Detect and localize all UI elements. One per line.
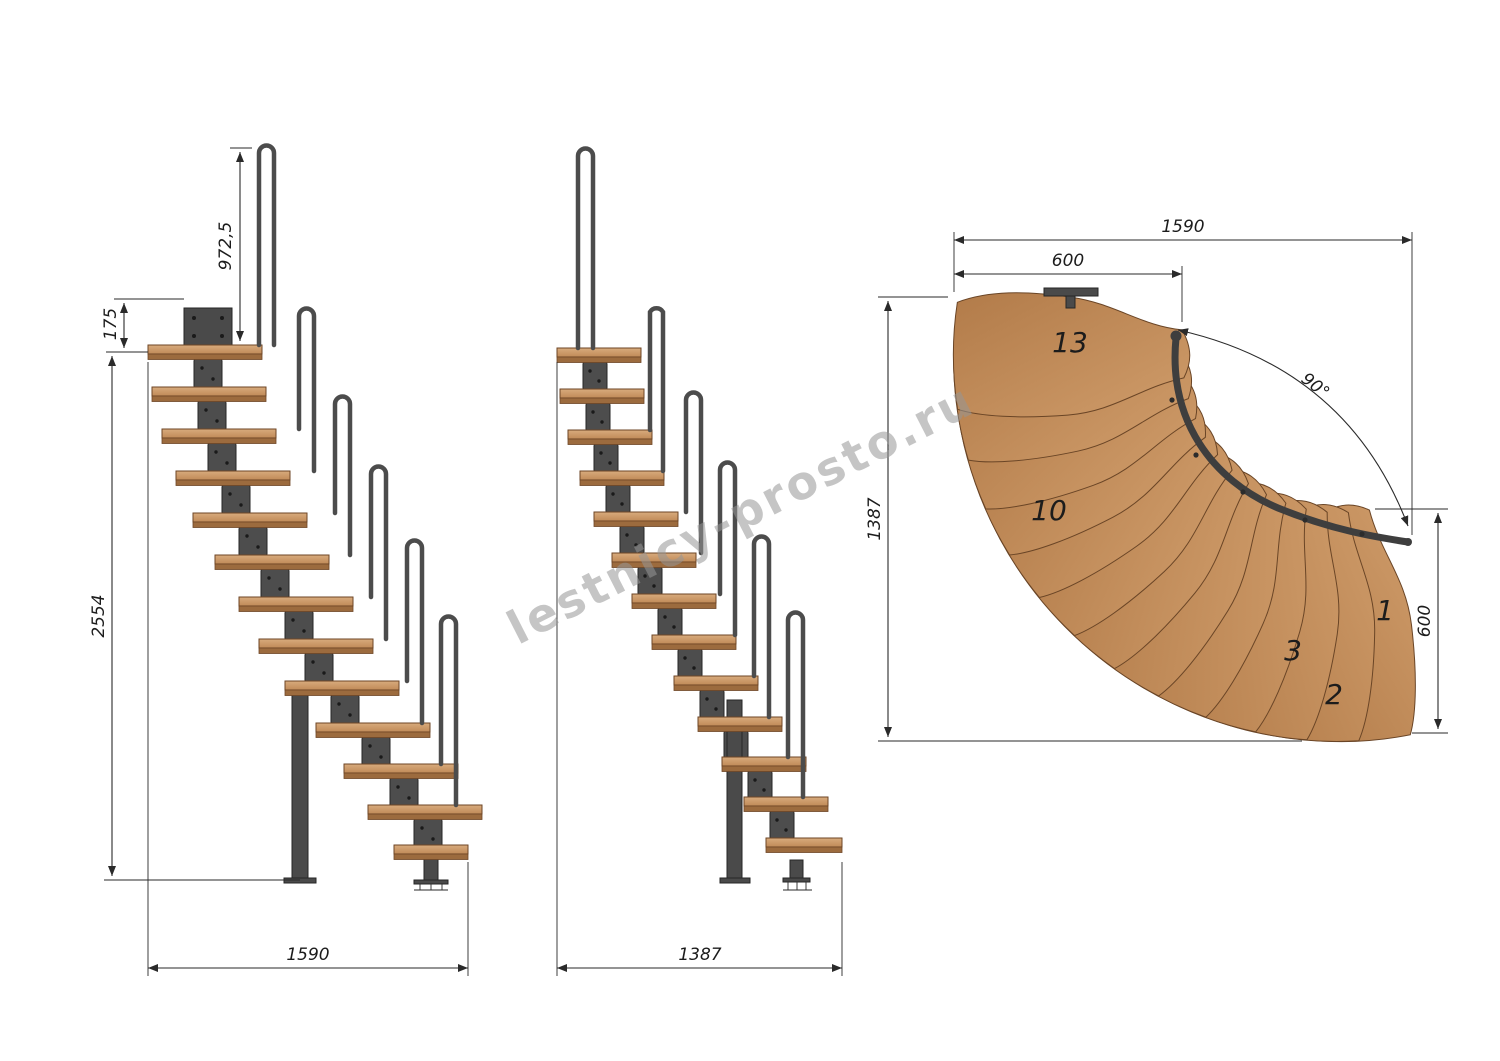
tread-number-1: 1	[1376, 594, 1394, 627]
tread	[721, 756, 807, 772]
dim-label-front-total-run: 1590	[286, 945, 329, 965]
tread	[631, 593, 717, 609]
dim-label-plan-upper-flight-width: 600	[1052, 251, 1084, 271]
tread	[743, 796, 829, 812]
tread	[673, 675, 759, 691]
dim-label-bracket-offset: 175	[101, 308, 121, 340]
support-column	[283, 694, 317, 884]
module	[238, 525, 268, 558]
tread	[147, 344, 263, 360]
tread	[151, 386, 267, 402]
tread-number-13: 13	[1052, 326, 1088, 359]
wall-mount-bracket	[183, 307, 233, 346]
plan-tread-fan	[948, 291, 1418, 747]
dim-label-plan-lower-flight-width: 600	[1415, 605, 1435, 637]
front-handrail	[256, 143, 459, 808]
module	[304, 651, 334, 684]
dim-rail-height: 972,5	[216, 147, 252, 341]
dim-label-side-total-run: 1387	[678, 945, 721, 965]
module	[389, 776, 419, 809]
dim-side-total-run: 1387	[556, 362, 843, 976]
module	[582, 360, 608, 392]
plan-view: 13 10 3 2 1 1590 600 1387 600	[865, 217, 1448, 747]
module	[260, 567, 290, 600]
tread-number-2: 2	[1325, 678, 1343, 711]
tread	[214, 554, 330, 570]
dim-label-rail-height: 972,5	[216, 222, 236, 271]
side-treads	[556, 347, 843, 853]
module	[699, 688, 725, 720]
module	[593, 442, 619, 474]
wall-mount-bracket	[1043, 287, 1099, 309]
dim-total-rise: 2554	[89, 356, 300, 881]
support-column	[719, 699, 751, 884]
module	[747, 769, 773, 801]
dim-label-plan-turn-angle: 90°	[1297, 369, 1333, 403]
tread	[367, 804, 483, 820]
module	[284, 609, 314, 642]
tread	[579, 470, 665, 486]
tread	[765, 837, 843, 853]
module	[221, 483, 251, 516]
module	[769, 809, 795, 841]
dim-plan-upper-flight-width: 600	[954, 251, 1183, 322]
module	[193, 357, 223, 390]
module	[361, 735, 391, 768]
dim-plan-lower-flight-width: 600	[1375, 508, 1448, 734]
tread	[559, 388, 645, 404]
tread	[393, 844, 469, 860]
dim-bracket-offset: 175	[101, 298, 184, 353]
dim-label-total-rise: 2554	[89, 594, 109, 637]
tread	[556, 347, 642, 363]
tread	[315, 722, 431, 738]
tread	[258, 638, 374, 654]
dim-plan-overall-depth: 1387	[865, 296, 1302, 742]
tread	[567, 429, 653, 445]
module	[197, 399, 227, 432]
front-treads	[147, 344, 483, 860]
side-elevation-view: 1387	[556, 146, 843, 976]
dim-front-total-run: 1590	[147, 362, 469, 976]
tread	[651, 634, 737, 650]
tread	[284, 680, 400, 696]
module	[207, 441, 237, 474]
tread	[175, 470, 291, 486]
tread	[161, 428, 277, 444]
watermark: lestnicy-prosto.ru	[498, 372, 983, 655]
bottom-support	[782, 859, 812, 891]
module	[605, 483, 631, 515]
module	[330, 693, 360, 726]
dim-plan-overall-width: 1590	[953, 217, 1413, 535]
tread-number-3: 3	[1284, 634, 1302, 667]
bottom-support	[413, 857, 449, 891]
tread-number-10: 10	[1031, 494, 1067, 527]
module	[585, 401, 611, 433]
module	[677, 647, 703, 679]
dim-label-plan-overall-width: 1590	[1161, 217, 1204, 237]
module	[657, 606, 683, 638]
front-elevation-view: 972,5 175 2554 1590	[89, 143, 483, 976]
tread	[238, 596, 354, 612]
side-handrail	[575, 146, 806, 800]
tread	[192, 512, 308, 528]
module	[413, 817, 443, 850]
dim-label-plan-overall-depth: 1387	[865, 497, 885, 540]
